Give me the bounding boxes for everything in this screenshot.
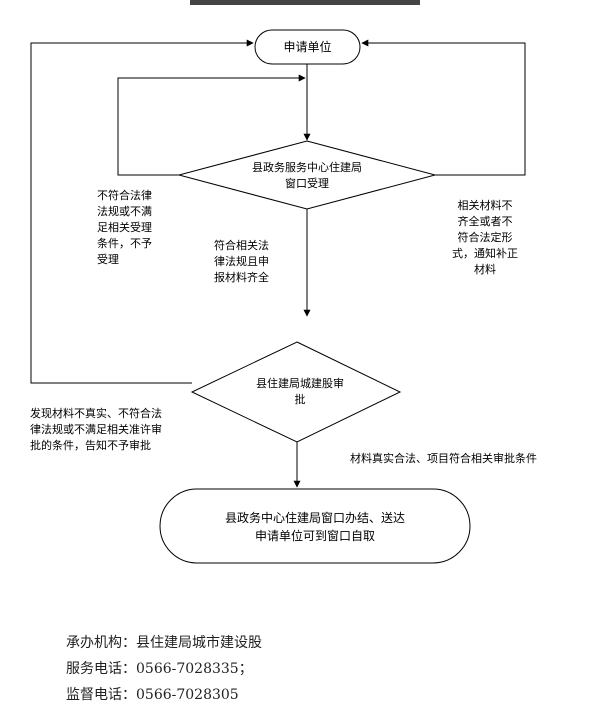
end-node-shape xyxy=(159,488,471,564)
edge-label-approve-ok: 材料真实合法、项目符合相关审批条件 xyxy=(350,452,537,465)
end-node-label: 县政务中心住建局窗口办结、送达 申请单位可到窗口自取 xyxy=(224,511,405,543)
edge-reject-accept xyxy=(117,74,306,176)
flowchart-canvas xyxy=(30,0,526,564)
edge-label-accept-ok: 符合相关法 律法规且申 报材料齐全 xyxy=(214,239,269,284)
edge-label-incomplete: 相关材料不 齐全或者不 符合法定形 式，通知补正 材料 xyxy=(452,199,518,276)
footer-supervise-phone: 监督电话：0566-7028305 xyxy=(66,687,239,703)
edge-incomplete xyxy=(361,39,526,176)
accept-decision-label: 县政务服务中心住建局 窗口受理 xyxy=(252,161,362,190)
edge-reject-approve xyxy=(30,39,254,384)
edge-label-reject-accept: 不符合法律 法规或不满 足相关受理 条件，不予 受理 xyxy=(97,189,152,266)
approve-decision-label: 县住建局城建股审 批 xyxy=(256,377,344,406)
footer-org: 承办机构：县住建局城市建设股 xyxy=(66,635,262,651)
footer-service-phone: 服务电话：0566-7028335； xyxy=(66,661,253,677)
cropped-title xyxy=(190,0,420,5)
edge-label-reject-approve: 发现材料不真实、不符合法 律法规或不满足相关准许审 批的条件，告知不予审批 xyxy=(30,407,162,452)
start-node-label: 申请单位 xyxy=(283,40,332,54)
